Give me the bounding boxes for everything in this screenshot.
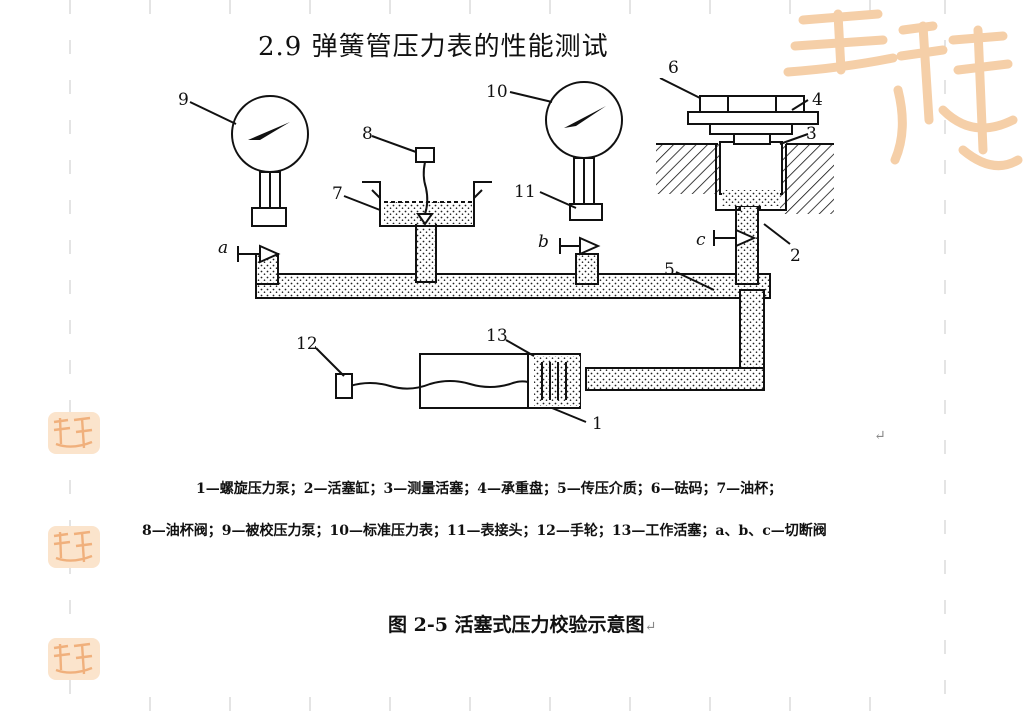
watermark-seal bbox=[48, 526, 100, 568]
label-11: 11 bbox=[514, 182, 536, 202]
legend-line-2: 8—油杯阀；9—被校压力泵；10—标准压力表；11—表接头；12—手轮；13—工… bbox=[142, 523, 827, 539]
label-5: 5 bbox=[664, 260, 675, 280]
label-10: 10 bbox=[486, 82, 508, 102]
label-13: 13 bbox=[486, 326, 508, 346]
caption-paragraph-mark: ↵ bbox=[644, 619, 657, 635]
page-title: 2.9 弹簧管压力表的性能测试 bbox=[258, 32, 609, 62]
watermark-logo-corner bbox=[783, 9, 1023, 171]
paragraph-mark: ↵ bbox=[874, 428, 886, 444]
label-7: 7 bbox=[332, 184, 343, 204]
label-3: 3 bbox=[806, 124, 817, 144]
label-2: 2 bbox=[790, 246, 801, 266]
caption-text: 图 2-5 活塞式压力校验示意图 bbox=[388, 614, 645, 636]
piston-pressure-gauge-diagram bbox=[189, 78, 834, 423]
label-12: 12 bbox=[296, 334, 318, 354]
figure-caption: 图 2-5 活塞式压力校验示意图↵ bbox=[388, 610, 656, 637]
label-valve-c: c bbox=[696, 230, 706, 250]
label-8: 8 bbox=[362, 124, 373, 144]
label-valve-b: b bbox=[538, 232, 549, 252]
label-6: 6 bbox=[668, 58, 679, 78]
legend-line-1: 1—螺旋压力泵；2—活塞缸；3—测量活塞；4—承重盘；5—传压介质；6—砝码；7… bbox=[196, 481, 783, 497]
label-valve-a: a bbox=[218, 238, 229, 258]
label-1: 1 bbox=[592, 414, 603, 434]
watermark-seal bbox=[48, 412, 100, 454]
label-4: 4 bbox=[812, 90, 823, 110]
label-9: 9 bbox=[178, 90, 189, 110]
watermark-seal bbox=[48, 638, 100, 680]
